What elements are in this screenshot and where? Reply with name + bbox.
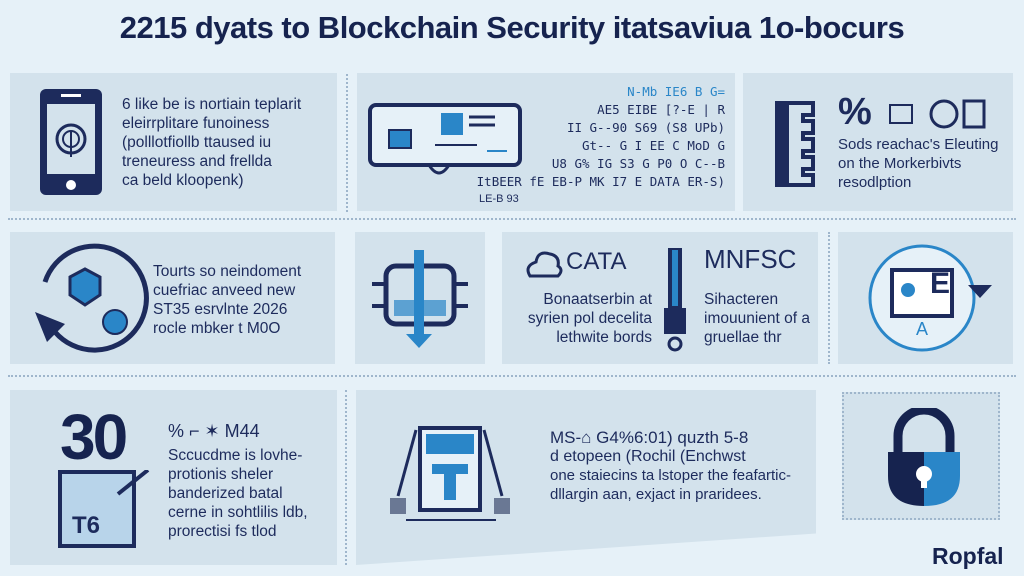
text-line: banderized batal [168,485,283,502]
text-line: II G--90 S69 (S8 UPb) [566,120,725,135]
device-icons [889,99,986,129]
brand-logo: Ropfal [932,543,1004,569]
box-label: T6 [72,512,101,539]
text-line: Gt-- G I EE C MoD G [582,138,725,153]
big-number: 30 [60,401,128,473]
text-line: Sihacteren [704,291,779,308]
text-line: Tourts so neindoment [153,263,302,280]
text-line: treneuress and frellda [122,153,272,170]
usb-key-icon [664,248,686,352]
divider [345,390,347,565]
text-line: lethwite bords [556,329,652,346]
panel-cycle: Tourts so neindoment cuefriac anveed new… [10,232,335,364]
panel-certificate: E A [838,232,1013,364]
text-line: U8 G% IG S3 G P0 O C--B [551,156,725,171]
text-line: (polllotfiollb ttaused iu [122,134,272,151]
panel-data: CATA Bonaatserbin at syrien pol decelita… [502,232,818,364]
text-line: cerne in sohtlilis ldb, [168,504,308,521]
padlock-icon [888,408,960,506]
text-line: resodlption [838,174,912,191]
panel-stats: % Sods reachac's Eleuting on the Morkerb… [743,73,1013,211]
symbol-row: % ⌐ ✶ M44 [168,421,260,441]
divider [828,232,830,364]
caption: LE-B 93 [479,193,519,205]
panel-document: MS-⌂ G4%6:01) quzth 5-8 d etopeen (Rochi… [356,390,816,565]
text-line: protionis sheler [168,466,274,483]
icon-sub-letter: A [916,319,929,339]
panel-lock [842,392,1000,520]
server-rack-icon [775,101,815,187]
text-line: gruellae thr [704,329,782,346]
icon-letter: E [930,267,951,300]
text-line: prorectisi fs tlod [168,523,277,540]
cloud-icon [526,251,563,278]
text-line: eleirrplitare funoiness [122,115,270,132]
text-line: ca beld kloopenk) [122,172,244,189]
text-line: 6 like be is nortiain teplarit [122,96,302,113]
divider [8,375,1016,377]
percent-symbol: % [838,91,872,133]
page-title: 2215 dyats to Blockchain Security itatsa… [119,10,905,45]
text-line: syrien pol decelita [527,310,652,327]
text-line: cuefriac anveed new [153,282,296,299]
cycle-arrow-icon [35,243,149,353]
chip-icon [372,250,468,348]
text-line: d etopeen (Rochil (Enchwst [550,448,746,465]
divider [346,74,348,212]
text-line: MS-⌂ G4%6:01) quzth 5-8 [550,428,749,447]
folder-key-icon [58,470,150,548]
divider [8,218,1016,220]
heading-left: CATA [566,248,627,275]
heading-right: MNFSC [704,244,797,274]
text-line: ItBEER fE EB-P MK I7 E DATA ER-S) [476,174,725,189]
text-line: imouunient of a [704,310,810,327]
text-line: one staiecins ta lstoper the feafartic- [550,467,791,484]
panel-ledger: N-Mb IE6 B G= AE5 EIBE [?-E | R II G--90… [357,73,735,211]
text-line: AE5 EIBE [?-E | R [597,102,725,117]
text-line: Sccucdme is lovhe- [168,447,303,464]
text-line: Sods reachac's Eleuting [838,136,999,153]
text-line: on the Morkerbivts [838,155,962,172]
smartphone-icon [40,89,102,195]
panel-mobile: 6 like be is nortiain teplarit eleirrpli… [10,73,337,211]
document-lock-icon [390,426,510,521]
text-line: N-Mb IE6 B G= [627,84,725,99]
ledger-window-icon [368,103,522,175]
text-line: Bonaatserbin at [543,291,652,308]
panel-percentage: 30 T6 % ⌐ ✶ M44 Sccucdme is lovhe- proti… [10,390,337,565]
certificate-cycle-icon [868,244,992,352]
text-line: dllargin aan, exjact in praridees. [550,486,762,503]
text-line: rocle mbker t M0O [153,320,281,337]
panel-chip [355,232,485,364]
text-line: ST35 esrvlnte 2026 [153,301,288,318]
